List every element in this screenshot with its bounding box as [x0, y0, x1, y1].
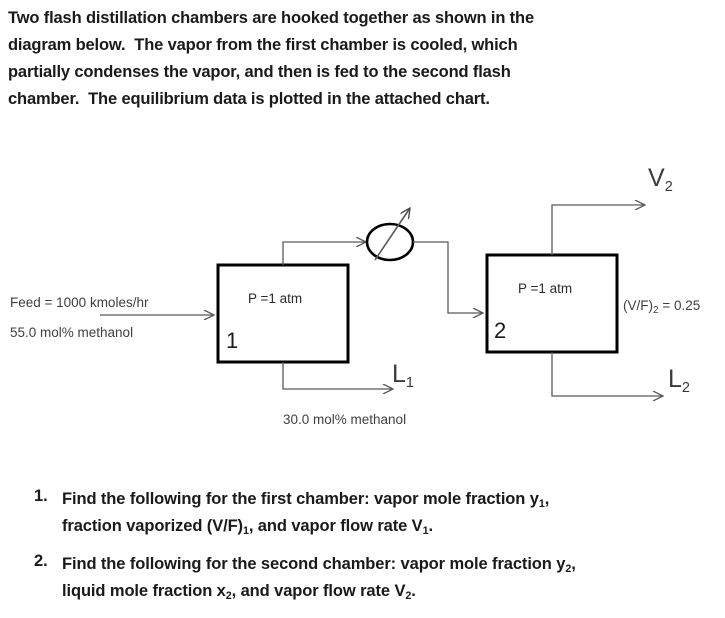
- intro-line-1: Two flash distillation chambers are hook…: [8, 9, 534, 27]
- question-1-number: 1.: [34, 487, 48, 505]
- q1l1-sub: 1: [538, 498, 545, 510]
- q2l1-text-b: ,: [571, 555, 576, 573]
- intro-line-2: diagram below. The vapor from the first …: [8, 36, 518, 54]
- chamber-2-liquid-line-l2: [551, 352, 663, 396]
- stream-l1-subscript: 1: [405, 375, 414, 391]
- chamber-2-box: [485, 253, 619, 354]
- cooler-icon: [365, 222, 415, 262]
- question-2-line-2: liquid mole fraction x2, and vapor flow …: [62, 579, 724, 606]
- questions-list: 1. Find the following for the first cham…: [34, 487, 724, 617]
- q2l2-text-b: , and vapor flow rate V: [231, 582, 406, 600]
- q2l1-sub: 2: [565, 563, 572, 575]
- vf2-label: (V/F)2 = 0.25: [623, 298, 701, 316]
- chamber-2-number-label: 2: [494, 318, 507, 343]
- intro-line-4: chamber. The equilibrium data is plotted…: [8, 90, 490, 108]
- q1l2-sub-2: 1: [422, 525, 429, 537]
- stream-label-l2: L2: [668, 365, 690, 396]
- question-2-line-1: Find the following for the second chambe…: [62, 552, 724, 579]
- feed-composition-label: 55.0 mol% methanol: [10, 325, 134, 340]
- chamber-1-liquid-line-l1: [282, 362, 393, 389]
- stream-label-v2: V2: [648, 164, 673, 195]
- stream-v2-letter: V: [648, 164, 665, 192]
- question-2-number: 2.: [34, 552, 48, 570]
- question-2-body: Find the following for the second chambe…: [62, 552, 724, 606]
- chamber-1-vapor-line: [282, 242, 366, 265]
- vf2-subscript: 2: [653, 305, 659, 316]
- question-1-line-1: Find the following for the first chamber…: [62, 487, 724, 514]
- cooler-diagonal-arrow: [374, 208, 410, 261]
- question-1-line-2: fraction vaporized (V/F)1, and vapor flo…: [62, 514, 724, 541]
- feed-rate-label: Feed = 1000 kmoles/hr: [10, 295, 149, 310]
- q1l2-text-a: fraction vaporized (V/F): [62, 517, 243, 535]
- stream-label-l1: L1: [392, 360, 414, 391]
- process-flow-diagram: Feed = 1000 kmoles/hr 55.0 mol% methanol…: [0, 150, 725, 460]
- q1l1-text-b: ,: [544, 490, 550, 508]
- question-1-body: Find the following for the first chamber…: [62, 487, 724, 541]
- question-item-1: 1. Find the following for the first cham…: [34, 487, 724, 541]
- chamber-2-pressure-label: P =1 atm: [518, 281, 573, 296]
- q1l1-text-a: Find the following for the first chamber…: [62, 490, 539, 508]
- q2l2-text-a: liquid mole fraction x: [62, 582, 226, 600]
- vf2-prefix: (V/F): [623, 298, 653, 313]
- q1l2-sub-1: 1: [242, 525, 249, 537]
- chamber-2-vapor-line-v2: [551, 205, 645, 255]
- cooler-to-chamber-2-line: [413, 241, 483, 313]
- stream-l2-letter: L: [668, 365, 682, 393]
- question-item-2: 2. Find the following for the second cha…: [34, 552, 724, 606]
- q2l2-text-c: .: [411, 582, 416, 600]
- q1l2-text-c: .: [428, 517, 433, 535]
- q1l2-text-b: , and vapor flow rate V: [248, 517, 423, 535]
- stream-l2-subscript: 2: [681, 380, 690, 396]
- stream-l1-letter: L: [392, 360, 406, 388]
- vf2-value: = 0.25: [658, 298, 701, 313]
- chamber-1-pressure-label: P =1 atm: [248, 291, 303, 306]
- chamber-1-number-label: 1: [226, 328, 239, 353]
- intro-line-3: partially condenses the vapor, and then …: [8, 63, 511, 81]
- q2l2-sub-2: 2: [405, 590, 412, 602]
- stream-v2-subscript: 2: [664, 179, 673, 195]
- q2l2-sub-1: 2: [225, 590, 232, 602]
- diagram-svg: [100, 150, 725, 460]
- problem-statement: Two flash distillation chambers are hook…: [8, 5, 708, 113]
- l1-composition-label: 30.0 mol% methanol: [283, 412, 407, 427]
- q2l1-text-a: Find the following for the second chambe…: [62, 555, 566, 573]
